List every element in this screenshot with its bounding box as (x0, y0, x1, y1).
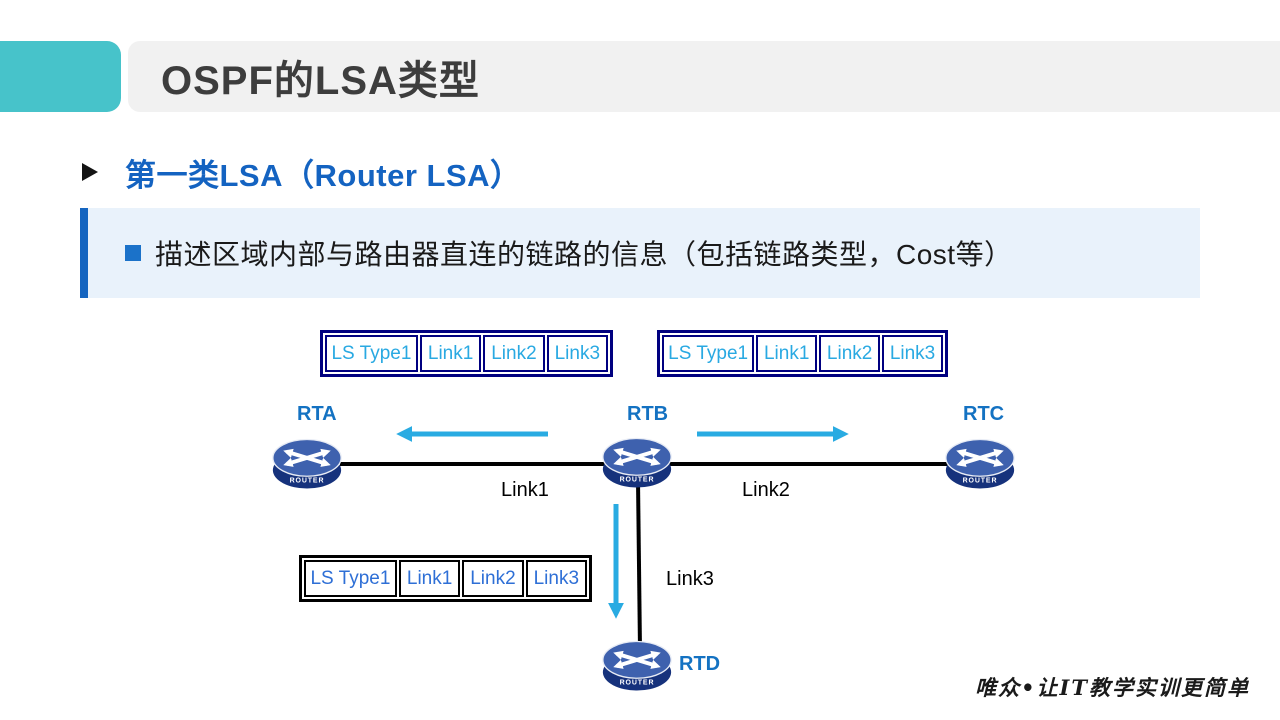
lsa-table-rta: LS Type1 Link1 Link2 Link3 (320, 330, 613, 377)
lsa-cell: Link2 (819, 335, 881, 372)
router-arrows-icon (613, 650, 661, 669)
lsa-cell: Link3 (525, 560, 587, 597)
router-icon-caption: ROUTER (290, 477, 325, 484)
link-line-rtb-rtd (636, 479, 642, 651)
callout-box: 描述区域内部与路由器直连的链路的信息（包括链路类型，Cost等） (80, 208, 1200, 298)
lsa-cell: LS Type1 (304, 560, 397, 597)
lsa-cell: LS Type1 (325, 335, 418, 372)
router-name-rta: RTA (297, 403, 337, 425)
router-icon-caption: ROUTER (620, 476, 655, 483)
page-title: OSPF的LSA类型 (161, 58, 480, 103)
router-arrows-icon (956, 448, 1004, 467)
lsa-table-rtd: LS Type1 Link1 Link2 Link3 (299, 555, 592, 602)
router-icon-caption: ROUTER (963, 477, 998, 484)
router-name-rtc: RTC (963, 403, 1005, 425)
router-icon-rtb: ROUTER (602, 437, 672, 488)
lsa-cell: Link2 (462, 560, 524, 597)
header-accent-block (0, 41, 121, 112)
router-icon-caption: ROUTER (620, 679, 655, 686)
router-name-rtd: RTD (679, 653, 721, 675)
link-label-2: Link2 (742, 479, 790, 501)
router-name-rtb: RTB (627, 403, 669, 425)
brand-watermark: 唯众•让IT教学实训更简单 (975, 675, 1250, 700)
router-icon-rtd: ROUTER (602, 640, 672, 691)
lsa-cell: LS Type1 (662, 335, 755, 372)
router-arrows-icon (613, 447, 661, 466)
triangle-bullet-icon (82, 163, 98, 181)
lsa-cell: Link1 (419, 335, 482, 372)
callout-accent-bar (80, 208, 88, 298)
link-label-1: Link1 (501, 479, 549, 501)
router-arrows-icon (283, 448, 331, 467)
header-band: OSPF的LSA类型 (128, 41, 1280, 112)
router-icon-rtc: ROUTER (945, 438, 1015, 489)
section-heading: 第一类LSA（Router LSA） (125, 158, 522, 193)
router-icon-rta: ROUTER (272, 438, 342, 489)
lsa-cell: Link2 (483, 335, 545, 372)
lsa-cell: Link1 (756, 335, 818, 372)
link-label-3: Link3 (666, 568, 714, 590)
callout-text: 描述区域内部与路由器直连的链路的信息（包括链路类型，Cost等） (155, 239, 1013, 270)
lsa-table-rtc: LS Type1 Link1 Link2 Link3 (657, 330, 948, 377)
square-bullet-icon (125, 245, 141, 261)
lsa-cell: Link3 (882, 335, 943, 372)
callout-body: 描述区域内部与路由器直连的链路的信息（包括链路类型，Cost等） (88, 208, 1200, 298)
lsa-cell: Link3 (546, 335, 608, 372)
lsa-cell: Link1 (398, 560, 461, 597)
